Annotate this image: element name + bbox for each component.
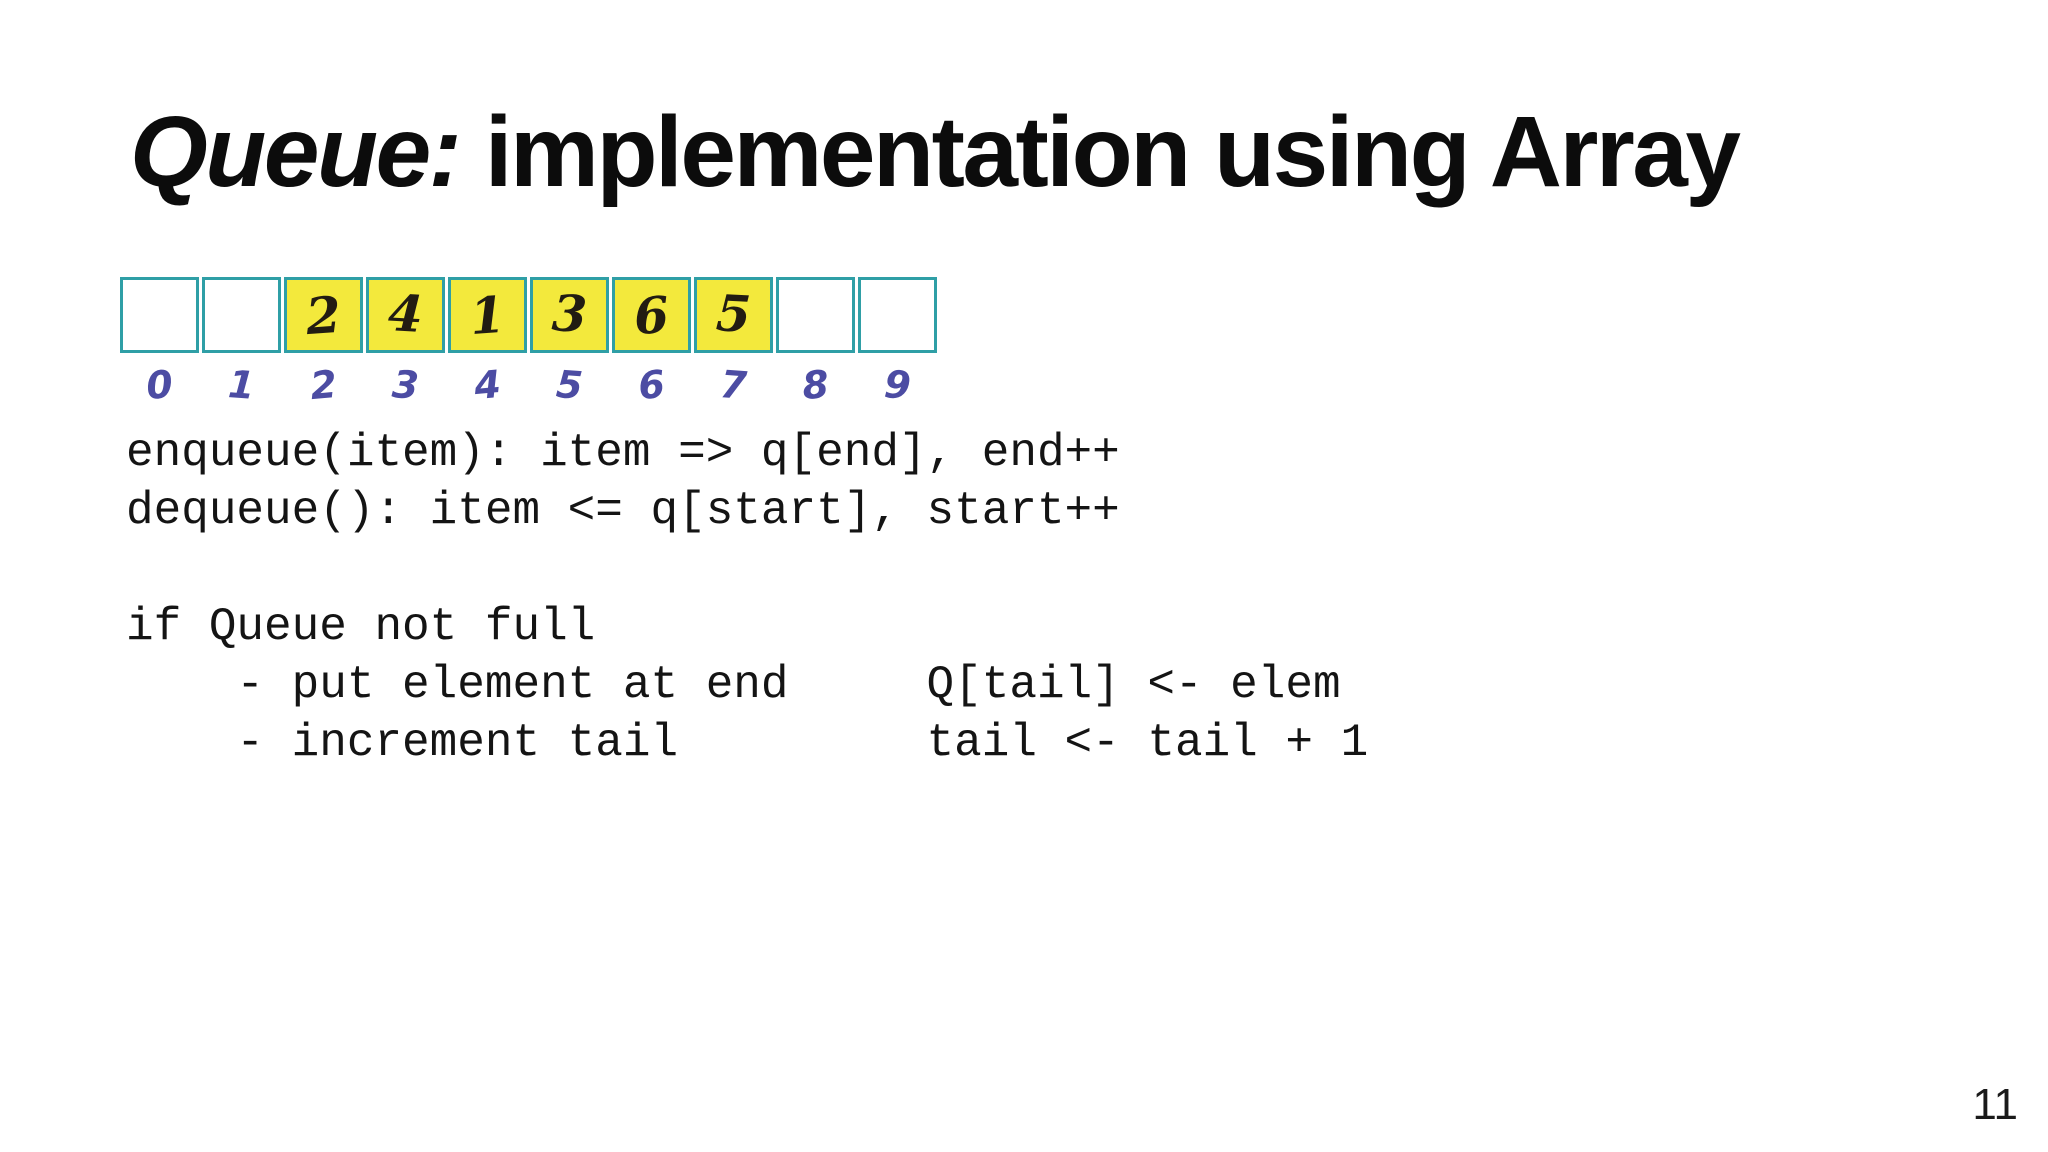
array-cell-9 (858, 277, 937, 353)
array-cell-1 (202, 277, 281, 353)
array-index-label-5: 5 (554, 362, 585, 408)
array-cell-value: 2 (304, 284, 343, 346)
array-cell-4: 1 (448, 277, 527, 353)
array-index-label-0: 0 (144, 361, 175, 409)
array-cell-2: 2 (284, 277, 363, 353)
array-index-label-8: 8 (800, 361, 831, 409)
array-index-label-2: 2 (308, 361, 339, 409)
title-rest: implementation using Array (459, 96, 1741, 208)
array-cell-6: 6 (612, 277, 691, 353)
array-index-label-1: 1 (226, 362, 257, 408)
array-cell-value: 1 (468, 284, 507, 346)
array-cell-value: 4 (386, 282, 425, 344)
array-cell-value: 3 (550, 282, 589, 344)
slide-title: Queue: implementation using Array (130, 96, 1741, 208)
array-index-label-7: 7 (718, 362, 749, 408)
array-index-label-9: 9 (882, 362, 913, 408)
array-index-label-6: 6 (636, 361, 667, 409)
array-index-label-4: 4 (472, 361, 503, 409)
array-cell-8 (776, 277, 855, 353)
array-cell-value: 5 (714, 282, 753, 344)
array-cell-3: 4 (366, 277, 445, 353)
page-number: 11 (1972, 1080, 2018, 1129)
array-cell-0 (120, 277, 199, 353)
array-cell-7: 5 (694, 277, 773, 353)
array-cell-5: 3 (530, 277, 609, 353)
array-index-row: 0 1 2 3 4 5 6 7 8 9 (120, 362, 937, 408)
array-cell-value: 6 (632, 284, 671, 346)
array-index-label-3: 3 (390, 362, 421, 408)
title-emphasis: Queue: (130, 96, 462, 208)
pseudocode-block: enqueue(item): item => q[end], end++ deq… (126, 427, 1369, 769)
